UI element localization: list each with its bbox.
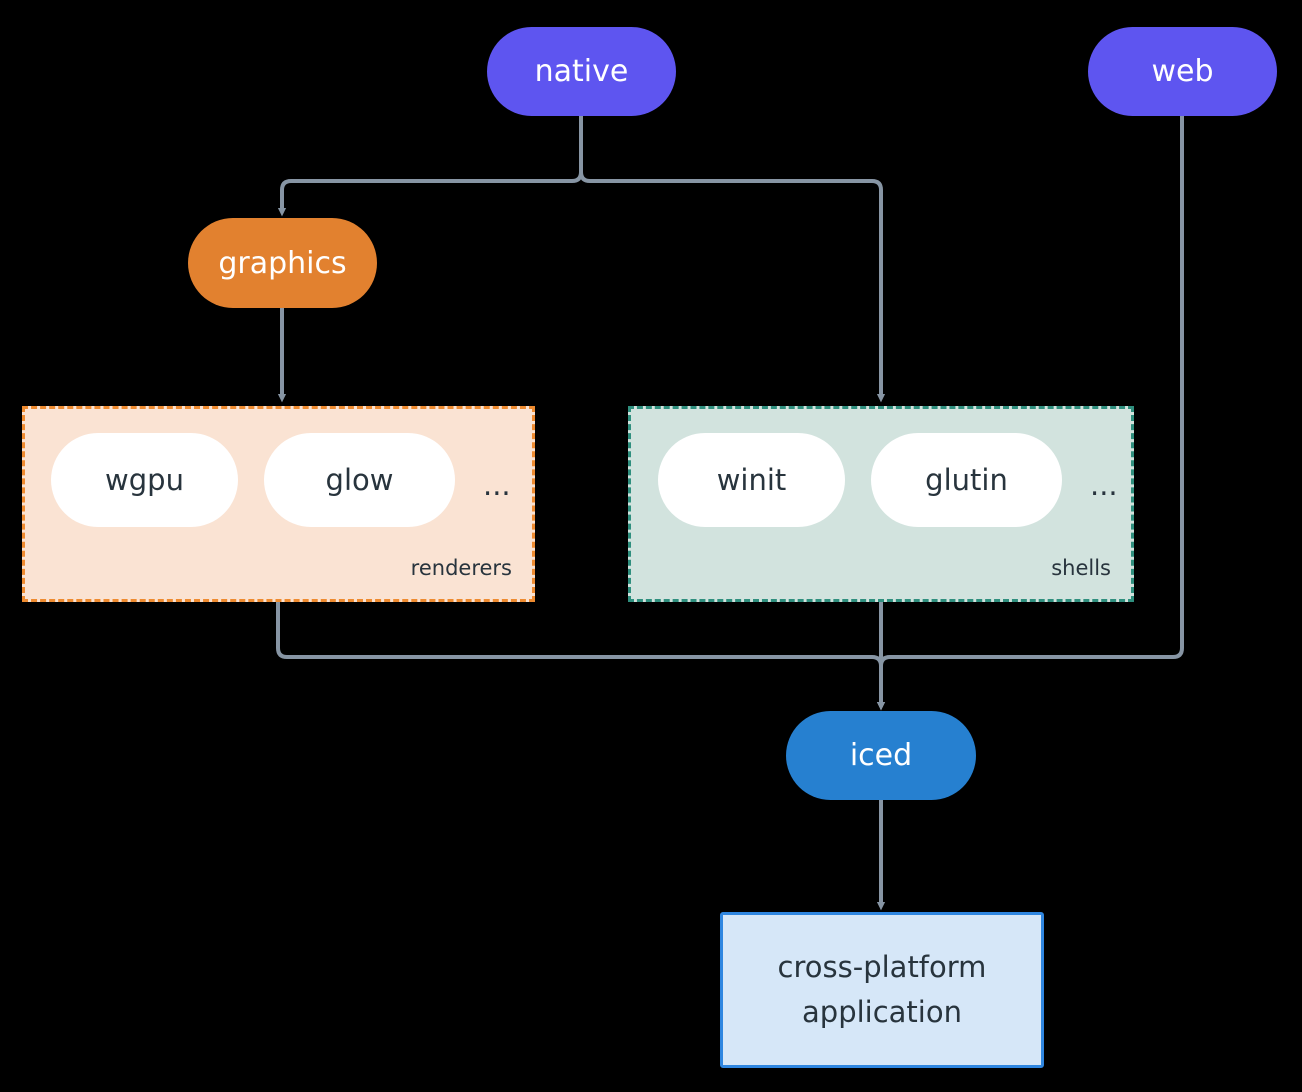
shells-more-ellipsis: ... [1090, 468, 1118, 502]
edge-native-to-graphics [277, 115, 583, 217]
node-iced[interactable]: iced [786, 711, 976, 800]
edge-native-to-shells [579, 115, 886, 403]
shell-item-glutin[interactable]: glutin [871, 433, 1062, 527]
renderer-item-wgpu-label: wgpu [105, 463, 184, 497]
node-iced-label: iced [849, 738, 913, 773]
node-graphics-label: graphics [218, 245, 347, 281]
shell-item-winit[interactable]: winit [658, 433, 845, 527]
node-graphics[interactable]: graphics [188, 218, 377, 308]
renderer-item-wgpu[interactable]: wgpu [51, 433, 238, 527]
group-renderers: wgpu glow ... renderers [22, 406, 535, 602]
node-application[interactable]: cross-platform application [720, 912, 1044, 1068]
shell-item-winit-label: winit [716, 463, 787, 497]
node-web-label: web [1151, 54, 1214, 89]
edge-renderers-to-iced [276, 602, 886, 711]
node-web[interactable]: web [1088, 27, 1277, 116]
application-label-line1: cross-platform [777, 950, 987, 985]
renderers-more-ellipsis: ... [483, 468, 511, 502]
renderer-item-glow-label: glow [325, 463, 394, 497]
shell-item-glutin-label: glutin [925, 463, 1008, 497]
node-native[interactable]: native [487, 27, 676, 116]
application-label-line2: application [802, 995, 962, 1029]
group-shells-label: shells [1051, 556, 1111, 580]
node-native-label: native [534, 54, 629, 89]
renderer-item-glow[interactable]: glow [264, 433, 455, 527]
group-renderers-label: renderers [410, 556, 512, 580]
group-shells: winit glutin ... shells [628, 406, 1134, 602]
